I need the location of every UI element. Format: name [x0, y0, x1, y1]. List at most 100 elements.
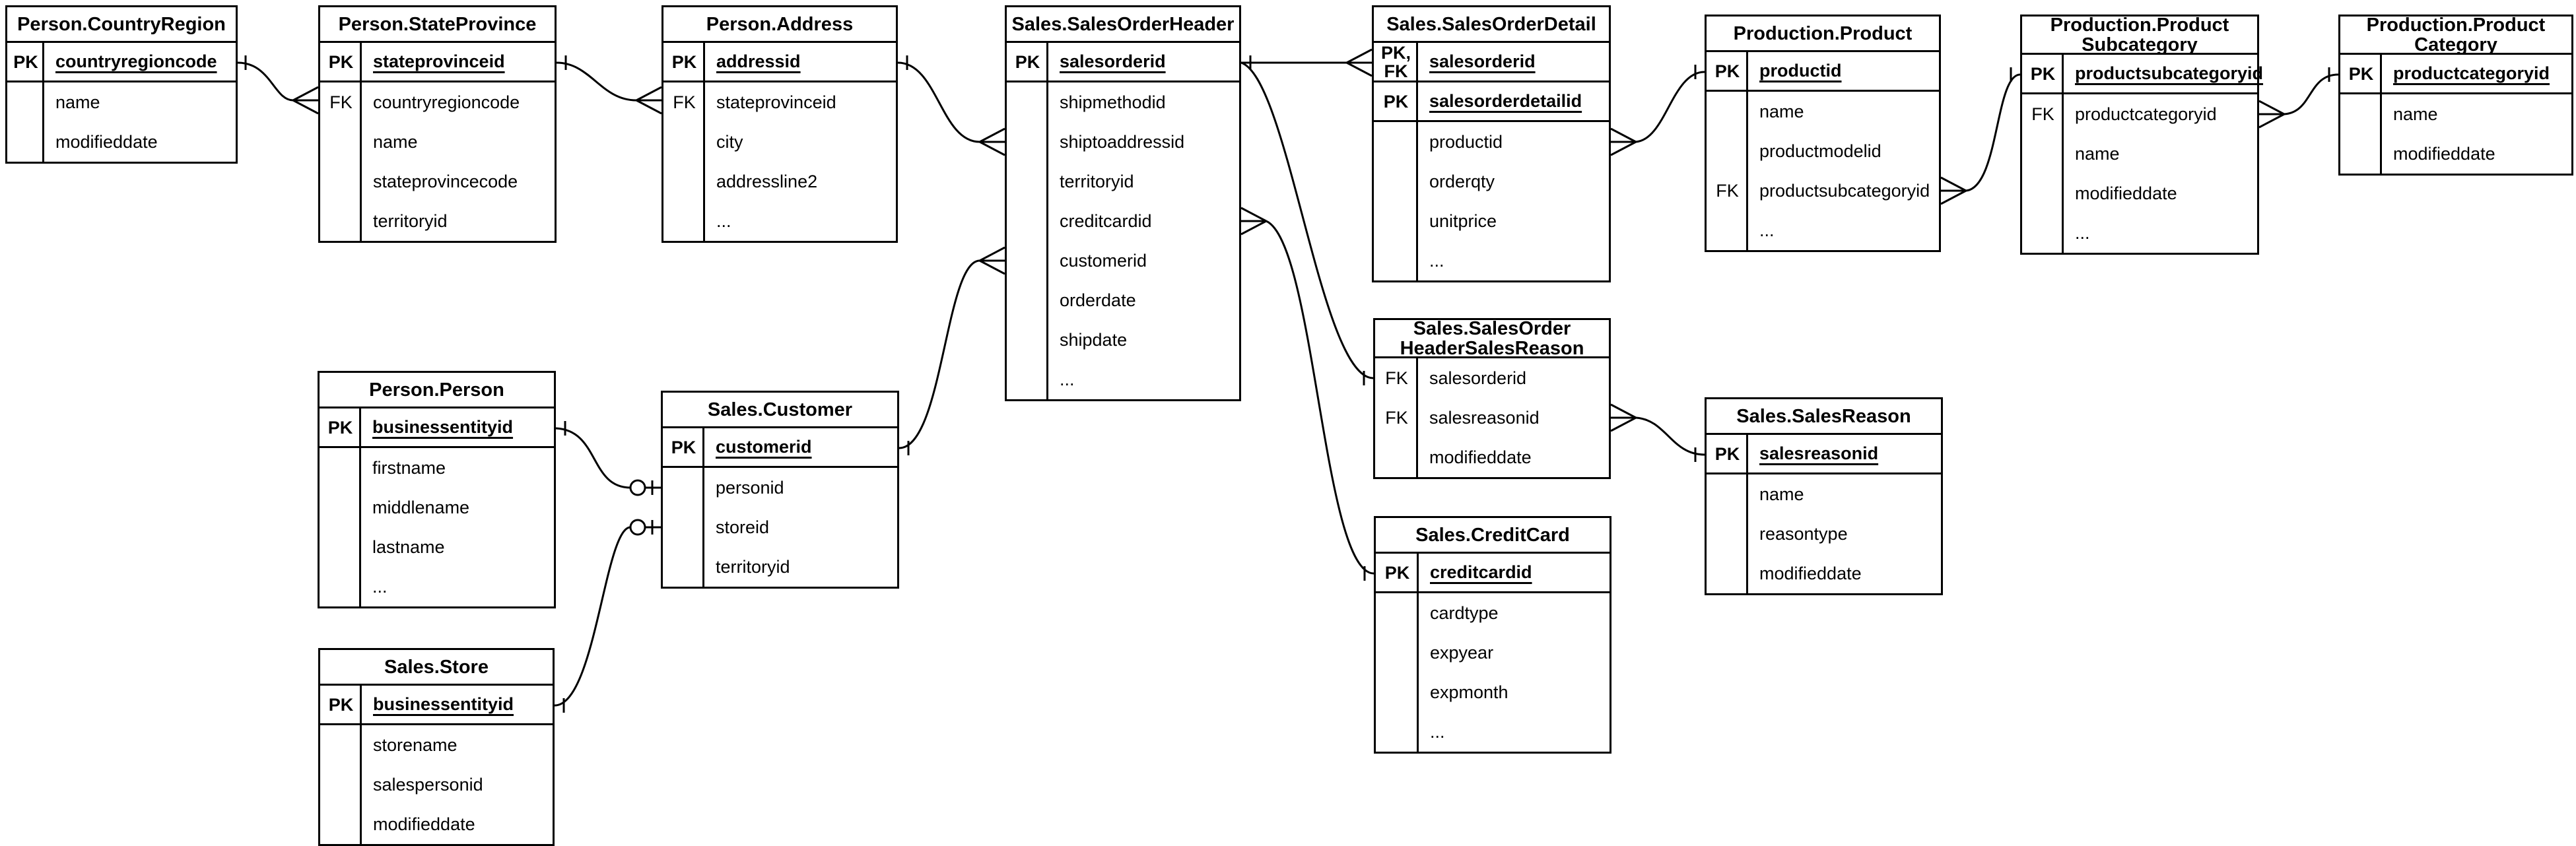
entity-title-line: Sales.SalesOrderDetail: [1386, 13, 1596, 35]
key-badge-line: PK: [13, 51, 38, 72]
column-name: ...: [716, 211, 731, 231]
crowfoot-many-marker: [979, 246, 1005, 275]
key-badge-line: PK: [1714, 443, 1740, 464]
key-badge: [1707, 211, 1748, 250]
crowfoot-many-marker: [1940, 176, 1967, 205]
key-badge: PK: [320, 408, 361, 446]
column-row: cardtype: [1376, 593, 1610, 633]
edge-customer-salesorderheader: [898, 246, 1005, 455]
key-badge: [1375, 438, 1418, 477]
column-row: firstname: [320, 448, 554, 488]
column-name: addressline2: [716, 171, 818, 191]
key-column-divider: [359, 408, 361, 606]
key-badge: [2340, 134, 2382, 174]
column-name: name: [55, 92, 100, 112]
key-badge: [1376, 593, 1419, 633]
key-badge: [7, 82, 44, 122]
column-name: ...: [1759, 220, 1775, 240]
column-name: unitprice: [1429, 211, 1497, 231]
column-row: orderdate: [1007, 280, 1239, 320]
entity-title-line: Production.Product: [2366, 14, 2546, 36]
key-column-divider: [703, 43, 705, 241]
entity-title: Production.Product: [1707, 16, 1939, 52]
column-name: countryregioncode: [55, 51, 217, 71]
column-row: modifieddate: [320, 804, 553, 844]
key-column-divider: [360, 43, 362, 241]
key-badge: [2022, 213, 2064, 253]
key-badge: PK: [1707, 52, 1748, 90]
entity-title-line: Sales.CreditCard: [1415, 524, 1570, 546]
column-row: territoryid: [1007, 162, 1239, 201]
edge-stateprovince-address: [556, 55, 662, 115]
column-row: name: [7, 82, 236, 122]
key-badge-line: PK: [1383, 91, 1409, 112]
key-badge: [1007, 360, 1048, 399]
key-badge: [320, 765, 362, 804]
column-name: name: [373, 131, 418, 152]
key-badge: [1707, 474, 1748, 514]
key-badge: PK: [320, 686, 362, 723]
key-column-divider: [1746, 52, 1748, 250]
column-row: name: [2340, 94, 2571, 134]
key-badge-line: PK: [1384, 562, 1410, 583]
entity-title: Person.StateProvince: [320, 7, 555, 43]
key-badge: [2022, 174, 2064, 213]
key-badge-line: PK: [1015, 51, 1040, 72]
column-name: productid: [1429, 131, 1503, 152]
column-name: modifieddate: [2075, 183, 2177, 203]
column-name: personid: [716, 477, 784, 498]
key-badge-line: PK: [327, 417, 353, 438]
key-column-divider: [2380, 55, 2382, 174]
column-name: stateprovinceid: [716, 92, 836, 112]
key-badge: [1374, 122, 1418, 162]
key-badge: [1376, 672, 1419, 712]
key-badge: [1707, 131, 1748, 171]
key-badge: PK: [663, 43, 705, 81]
column-row: ...: [663, 201, 896, 241]
key-badge-line: PK: [1714, 61, 1740, 81]
edge-headersalesreason-salesreason: [1610, 403, 1705, 462]
key-badge: [320, 448, 361, 488]
column-row: PK productid: [1707, 52, 1939, 92]
entity-title-line: Sales.SalesOrder: [1413, 317, 1571, 339]
column-name: productcategoryid: [2075, 104, 2217, 124]
entity-title-line: Sales.SalesOrderHeader: [1011, 13, 1235, 35]
column-row: orderqty: [1374, 162, 1609, 201]
crowfoot-many-marker: [2258, 100, 2285, 129]
crowfoot-many-marker: [979, 127, 1005, 156]
key-badge: [7, 122, 44, 162]
column-row: modifieddate: [2022, 174, 2257, 213]
crowfoot-many-marker: [636, 86, 662, 115]
column-row: name: [1707, 92, 1939, 131]
key-badge-line: FK: [1384, 61, 1408, 81]
column-name: productid: [1759, 61, 1842, 81]
key-badge: FK: [1375, 398, 1418, 438]
edge-address-salesorderheader: [897, 55, 1005, 156]
key-badge: PK: [320, 43, 362, 81]
entity-title-line: Production.Product: [2050, 14, 2229, 36]
edge-salesorderheader-salesorderdetail: [1241, 48, 1373, 77]
key-badge: PK,FK: [1374, 43, 1418, 81]
column-row: ...: [1376, 712, 1610, 752]
column-name: orderqty: [1429, 171, 1495, 191]
column-row: territoryid: [320, 201, 555, 241]
column-row: storename: [320, 725, 553, 765]
key-column-divider: [42, 43, 44, 162]
key-badge: [663, 162, 705, 201]
column-name: businessentityid: [373, 694, 514, 714]
column-name: modifieddate: [373, 814, 475, 834]
